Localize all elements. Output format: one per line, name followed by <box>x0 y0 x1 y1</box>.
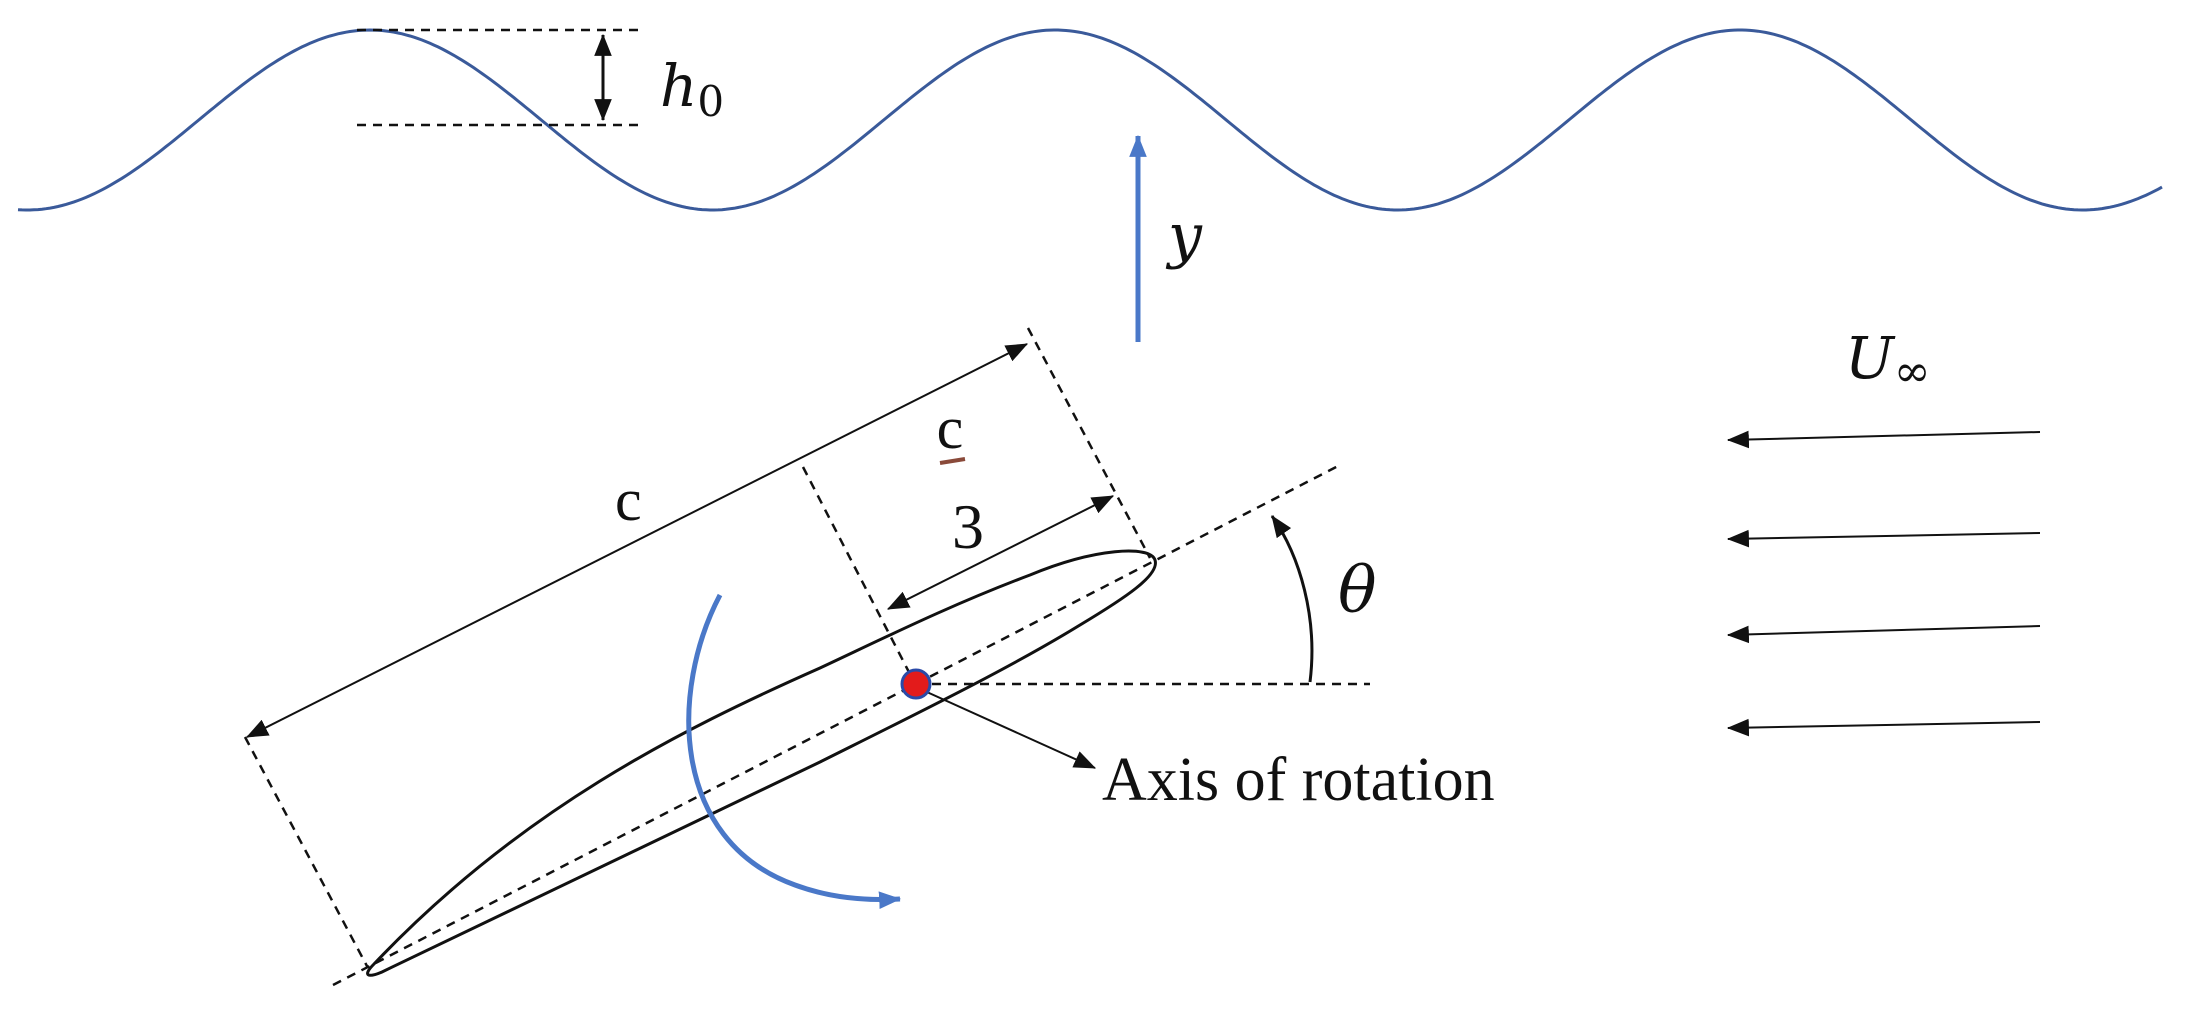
heave-trajectory-wave <box>17 28 2163 212</box>
pivot-fraction-denominator: 3 <box>952 491 984 562</box>
axis-of-rotation-leader <box>917 687 1097 769</box>
airfoil-outline <box>366 549 1157 977</box>
amplitude-symbol: h <box>660 52 697 120</box>
freestream-arrow-1 <box>1726 430 2041 449</box>
axis-of-rotation-label: Axis of rotation <box>1102 746 1495 814</box>
amplitude-label: h0 <box>660 52 724 126</box>
chord-extension-right <box>1026 327 1152 559</box>
pivot-dimension-arrow <box>887 495 1114 610</box>
rotation-direction-arrow <box>686 593 902 909</box>
chord-dimension-arrow <box>246 343 1028 738</box>
pitch-angle-arc <box>1270 515 1314 683</box>
chord-extension-left <box>243 736 370 969</box>
chord-label: c <box>615 467 642 533</box>
pivot-extension-line <box>801 466 914 679</box>
freestream-symbol: U <box>1845 324 1896 392</box>
freestream-arrow-3 <box>1726 625 2041 644</box>
pivot-fraction-bar <box>939 457 966 465</box>
pitch-angle-label: θ <box>1338 554 1377 628</box>
freestream-arrow-4 <box>1726 718 2041 737</box>
pivot-point <box>900 668 932 700</box>
freestream-subscript: ∞ <box>1894 346 1931 397</box>
freestream-arrow-2 <box>1726 529 2041 548</box>
freestream-label: U∞ <box>1845 324 1931 397</box>
pivot-fraction-numerator: c <box>937 395 964 461</box>
y-axis-label: y <box>1165 201 1203 271</box>
chord-line-dashed <box>332 463 1341 987</box>
amplitude-subscript: 0 <box>697 77 724 126</box>
